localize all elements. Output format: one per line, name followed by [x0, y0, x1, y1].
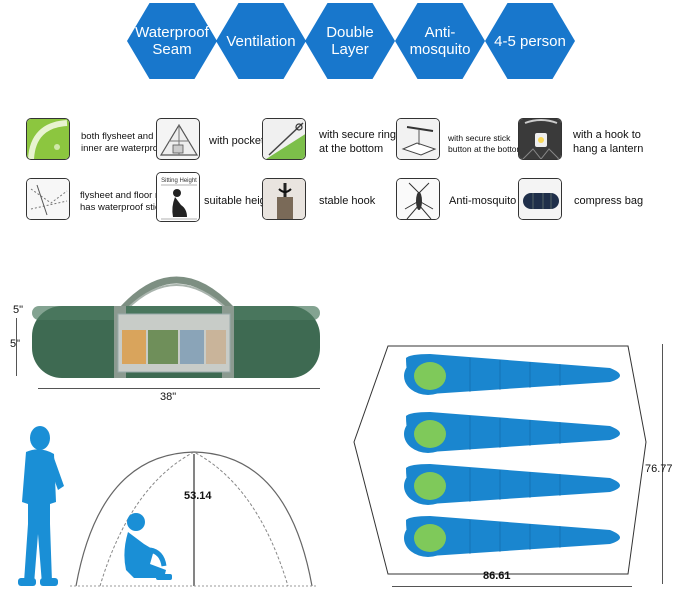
detail-label-anti-mosquito: Anti-mosquito — [449, 195, 517, 207]
floor-plan — [350, 342, 650, 578]
waterproof-sticker-icon — [26, 178, 70, 220]
floor-depth-line — [662, 344, 663, 584]
feature-hex-anti-mosquito: Anti-mosquito — [395, 3, 485, 79]
detail-label-stick-button: with secure stick button at the bottom — [448, 133, 524, 154]
bag-length-line — [38, 388, 320, 389]
feature-hex-person-capacity: 4-5 person — [485, 3, 575, 79]
detail-label-secure-ring: with secure ring at the bottom — [319, 129, 397, 155]
tent-dome-illustration — [70, 446, 318, 588]
person-silhouette — [6, 424, 72, 590]
sitting-height-caption: Sitting Height — [161, 178, 197, 184]
stable-hook-icon — [262, 178, 306, 220]
bag-height-label: 5" — [10, 338, 20, 350]
lantern-hook-icon — [518, 118, 562, 160]
bag-height-label-top: 5" — [13, 304, 24, 316]
sleeping-bag-2 — [404, 412, 620, 453]
bag-length-label: 38" — [160, 391, 177, 403]
feature-hex-double-layer: Double Layer — [305, 3, 395, 79]
detail-label-lantern-hook: with a hook to hang a lantern — [573, 129, 644, 155]
detail-label-waterproof: both flysheet and inner are waterproof — [81, 131, 167, 154]
floor-width-label: 86.61 — [483, 570, 511, 582]
sleeping-bag-1 — [404, 354, 620, 395]
detail-label-stable-hook: stable hook — [319, 195, 376, 207]
sleeping-bag-3 — [404, 464, 620, 505]
compress-bag-icon — [518, 178, 562, 220]
tent-height-label: 53.14 — [184, 490, 212, 502]
carry-bag — [26, 262, 326, 382]
floor-width-line — [392, 586, 632, 587]
detail-label-pocket: with pocket — [209, 135, 265, 147]
feature-hex-ventilation: Ventilation — [216, 3, 306, 79]
tent-pocket-icon — [156, 118, 200, 160]
bag-height-line — [16, 318, 17, 376]
feature-hex-waterproof-seam: Waterproof Seam — [127, 3, 217, 79]
secure-ring-icon — [262, 118, 306, 160]
sitting-height-icon: Sitting Height — [156, 172, 200, 222]
waterproof-fabric-icon — [26, 118, 70, 160]
stick-button-icon — [396, 118, 440, 160]
sleeping-bag-4 — [404, 516, 620, 557]
floor-depth-label: 76.77 — [645, 463, 673, 475]
detail-label-compress-bag: compress bag — [574, 195, 644, 207]
mosquito-icon — [396, 178, 440, 220]
